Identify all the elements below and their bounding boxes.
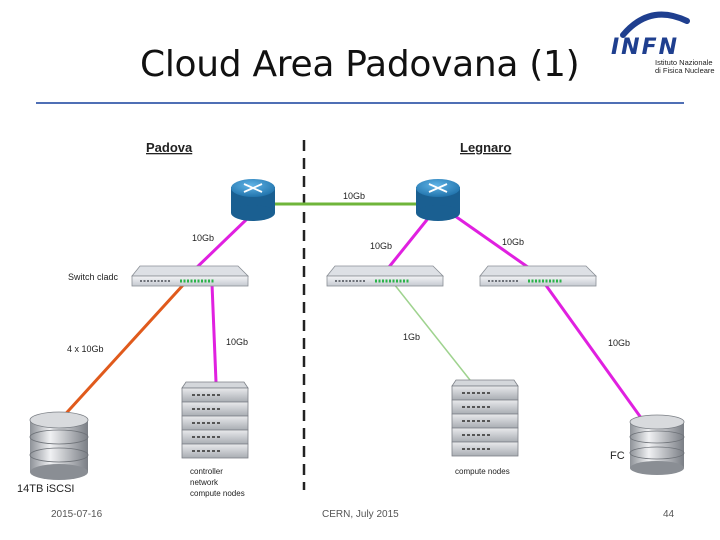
title-rule [36, 102, 684, 104]
label-servers-padova-1: controller [190, 467, 223, 476]
switch-legnaro-left [326, 265, 444, 287]
logo-subtitle: Istituto Nazionale di Fisica Nucleare [655, 59, 715, 75]
link-legnaro-switch-servers [393, 283, 471, 381]
label-switch-cladc: Switch cladc [68, 272, 119, 282]
label-legnaro-router-switch-right: 10Gb [502, 237, 524, 247]
switch-padova [131, 265, 249, 287]
site-label-padova: Padova [146, 140, 193, 155]
label-servers-padova-3: compute nodes [190, 489, 245, 498]
label-storage-padova: 14TB iSCSI [17, 483, 74, 495]
label-legnaro-switch-servers: 1Gb [403, 332, 420, 342]
link-legnaro-switch-fc [543, 283, 646, 423]
label-padova-switch-servers: 10Gb [226, 337, 248, 347]
label-legnaro-switch-fc: 10Gb [608, 338, 630, 348]
label-router-router: 10Gb [343, 191, 365, 201]
link-padova-router-switch [190, 216, 250, 274]
server-stack-legnaro [451, 379, 519, 457]
label-servers-padova-2: network [190, 478, 219, 487]
storage-padova [29, 411, 89, 480]
logo-line-2: di Fisica Nucleare [655, 66, 715, 75]
infn-logo: INFN Istituto Nazionale di Fisica Nuclea… [605, 5, 720, 85]
site-label-legnaro: Legnaro [460, 140, 511, 155]
page-number: 44 [663, 509, 675, 520]
footer-date: 2015-07-16 [51, 509, 103, 520]
logo-line-1: Istituto Nazionale [655, 58, 713, 67]
label-padova-switch-storage: 4 x 10Gb [67, 344, 104, 354]
label-legnaro-router-switch-left: 10Gb [370, 241, 392, 251]
link-legnaro-router-switch-left [383, 215, 432, 273]
link-legnaro-router-switch-right [454, 214, 533, 272]
switch-legnaro-right [479, 265, 597, 287]
link-padova-switch-servers [210, 283, 218, 383]
link-padova-switch-storage [58, 282, 186, 422]
footer-event: CERN, July 2015 [322, 509, 399, 520]
storage-legnaro [629, 414, 685, 475]
label-padova-router-switch: 10Gb [192, 233, 214, 243]
page-title: Cloud Area Padovana (1) [140, 44, 580, 85]
server-stack-padova [181, 381, 249, 459]
logo-arc-icon [620, 11, 690, 38]
label-storage-legnaro: FC [610, 450, 625, 462]
router-padova [231, 179, 275, 221]
router-legnaro [416, 179, 460, 221]
logo-mark: INFN [611, 35, 680, 60]
label-servers-legnaro: compute nodes [455, 467, 510, 476]
